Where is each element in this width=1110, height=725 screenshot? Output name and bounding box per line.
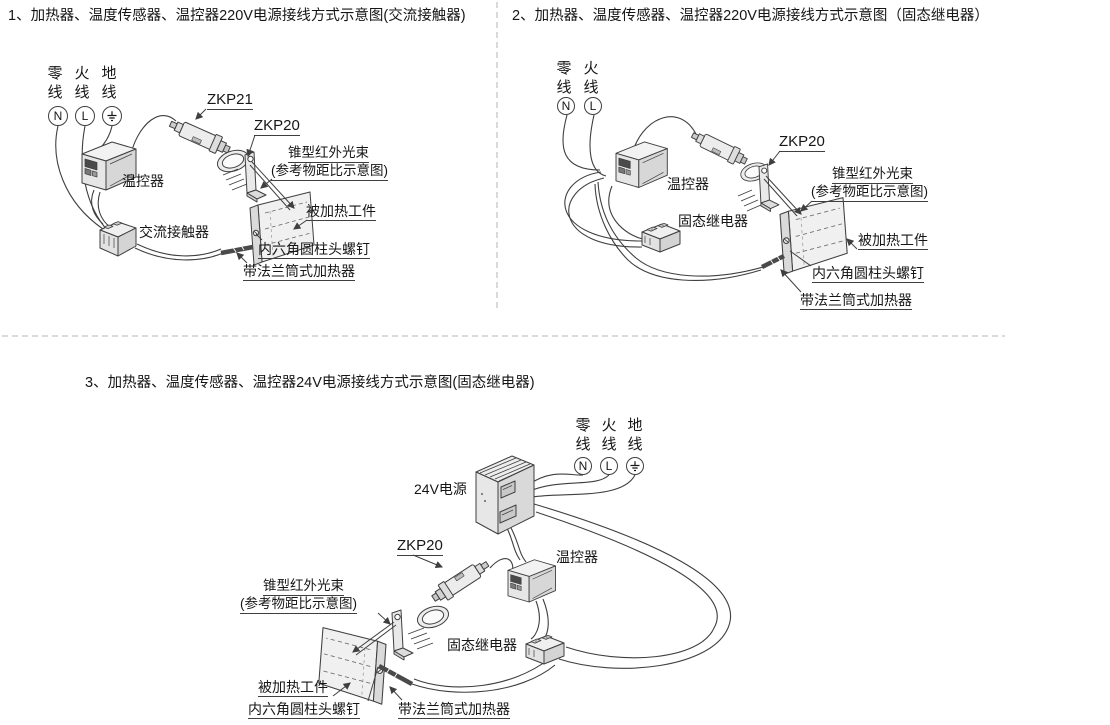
panel2-title: 2、加热器、温度传感器、温控器220V电源接线方式示意图（固态继电器）: [512, 8, 989, 24]
panel2-wires: [562, 114, 764, 281]
neutral-terminal-letter: N: [561, 99, 571, 113]
controller-label: 温控器: [556, 549, 598, 565]
controller-label: 温控器: [122, 173, 164, 189]
heater-label: 带法兰筒式加热器: [243, 263, 355, 281]
live-terminal-icon: L: [75, 106, 95, 126]
ir-beam: [352, 621, 397, 656]
screw-label: 内六角圆柱头螺钉: [258, 241, 370, 259]
sensor-zkp21-label: ZKP21: [207, 91, 253, 110]
panel1-wires: [55, 115, 224, 261]
heater-label: 带法兰筒式加热器: [398, 701, 510, 719]
live-wire-label: 火线: [583, 60, 599, 96]
section-dividers: [2, 2, 1005, 337]
panel3-leader-lines: [332, 554, 444, 702]
workpiece-label: 被加热工件: [858, 232, 928, 250]
ir-beam-label-line1: 锥型红外光束: [263, 578, 344, 596]
psu-24v-label: 24V电源: [414, 481, 467, 497]
panel3-line-art: [318, 455, 731, 705]
panel2-line-art: [562, 114, 858, 293]
earth-ground-icon: [630, 461, 640, 472]
live-terminal-letter: L: [589, 99, 597, 113]
neutral-terminal-icon: N: [574, 457, 592, 475]
panel1-line-art: [55, 108, 315, 266]
solid-state-relay-device: [525, 634, 565, 665]
panel2-leader-lines: [768, 150, 858, 293]
panel3-title: 3、加热器、温度传感器、温控器24V电源接线方式示意图(固态继电器): [85, 375, 535, 391]
solid-state-relay-device: [641, 222, 681, 253]
heated-workpiece-plate: [318, 627, 387, 705]
controller-label: 温控器: [667, 176, 709, 192]
ac-contactor-label: 交流接触器: [139, 224, 209, 240]
ir-beam: [763, 175, 802, 217]
ir-beam-label-line1: 锥型红外光束: [832, 166, 913, 184]
bracket-zkp20-label: ZKP20: [779, 133, 825, 152]
neutral-wire-label: 零线: [575, 417, 591, 453]
ir-beam: [249, 161, 295, 211]
earth-terminal-icon: [102, 106, 122, 126]
panel1-leader-lines: [195, 108, 308, 264]
ir-sensor-device: [688, 127, 751, 170]
flange-heater-rod: [220, 244, 254, 256]
neutral-terminal-letter: N: [53, 109, 63, 123]
zkp20-bracket: [758, 163, 780, 212]
ground-wire-label: 地线: [101, 65, 117, 101]
zkp20-bracket: [391, 609, 414, 661]
heater-rod-hatch: [385, 667, 399, 679]
bracket-zkp20-label: ZKP20: [397, 537, 443, 556]
ir-sensor-zkp21-device: [166, 115, 234, 159]
neutral-wire-label: 零线: [47, 65, 63, 101]
solid-state-relay-label: 固态继电器: [447, 637, 517, 653]
ir-beam-label-line2: (参考物距比示意图): [271, 163, 388, 181]
flange-heater-rod: [760, 253, 786, 270]
ir-beam-label-line2: (参考物距比示意图): [811, 184, 928, 202]
zkp20-bracket: [244, 151, 267, 203]
screw-label: 内六角圆柱头螺钉: [248, 701, 360, 719]
neutral-terminal-icon: N: [557, 97, 575, 115]
mounting-pad-hatch: [407, 627, 434, 650]
live-wire-label: 火线: [601, 417, 617, 453]
neutral-wire-label: 零线: [556, 60, 572, 96]
workpiece-label: 被加热工件: [258, 679, 328, 697]
mounting-pad-hatch: [222, 168, 248, 191]
heater-label: 带法兰筒式加热器: [800, 292, 912, 310]
bracket-zkp20-label: ZKP20: [254, 117, 300, 136]
solid-state-relay-label: 固态继电器: [678, 213, 748, 229]
live-wire-label: 火线: [74, 65, 90, 101]
ir-beam-label-line2: (参考物距比示意图): [240, 596, 357, 614]
temp-controller-device: [615, 141, 668, 188]
live-terminal-letter: L: [605, 459, 613, 473]
panel1-title: 1、加热器、温度传感器、温控器220V电源接线方式示意图(交流接触器): [8, 8, 466, 24]
earth-ground-icon: [107, 111, 117, 122]
earth-terminal-icon: [626, 457, 644, 475]
screw-label: 内六角圆柱头螺钉: [812, 265, 924, 283]
live-terminal-icon: L: [600, 457, 618, 475]
lens-ring: [414, 602, 452, 632]
heater-rod-hatch: [231, 243, 245, 253]
psu-24v-device: [475, 455, 535, 535]
ac-contactor-device: [99, 221, 137, 257]
live-terminal-icon: L: [584, 97, 602, 115]
ground-wire-label: 地线: [627, 417, 643, 453]
workpiece-label: 被加热工件: [306, 203, 376, 221]
ir-sensor-zkp20-device: [428, 555, 493, 607]
temp-controller-device: [507, 559, 556, 603]
heater-rod-hatch: [769, 255, 782, 266]
neutral-terminal-icon: N: [48, 106, 68, 126]
heated-workpiece-plate: [779, 197, 848, 275]
live-terminal-letter: L: [81, 109, 89, 123]
ir-beam-label-line1: 锥型红外光束: [288, 145, 369, 163]
mounting-pad-hatch: [737, 189, 762, 212]
neutral-terminal-letter: N: [578, 459, 588, 473]
